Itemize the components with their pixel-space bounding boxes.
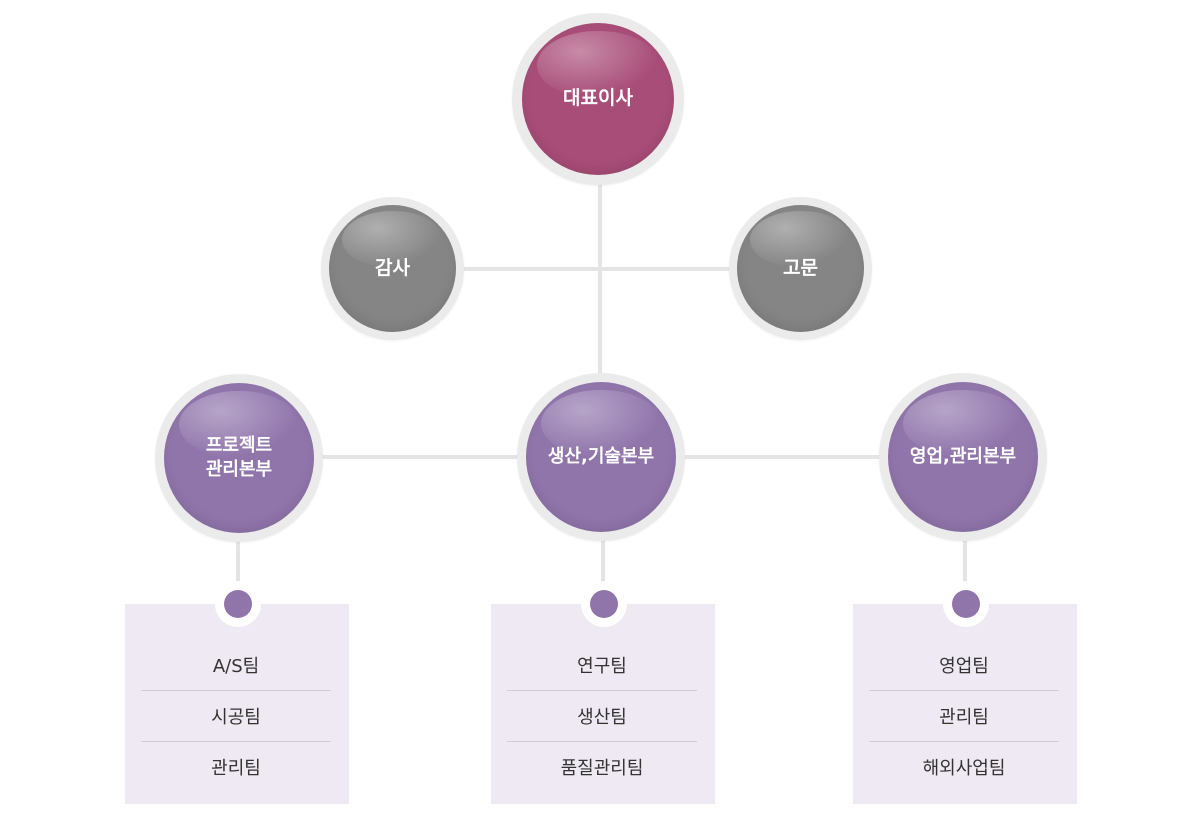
connector-division-2-down [601, 538, 605, 584]
team-panel-production: 연구팀 생산팀 품질관리팀 [491, 604, 715, 804]
panel-connector-dot [215, 581, 261, 627]
connector-division-3-down [963, 538, 967, 584]
advisor-label: 고문 [783, 256, 818, 279]
node-division-production[interactable]: 생산,기술본부 [517, 373, 685, 541]
team-list: 영업팀 관리팀 해외사업팀 [869, 640, 1059, 792]
connector-staff-horizontal [460, 267, 732, 271]
dot-inner [224, 590, 252, 618]
node-core: 생산,기술본부 [526, 382, 676, 532]
node-audit[interactable]: 감사 [321, 197, 464, 340]
team-item[interactable]: 영업팀 [869, 640, 1059, 691]
panel-connector-dot [581, 581, 627, 627]
node-core: 대표이사 [522, 23, 674, 175]
node-advisor[interactable]: 고문 [729, 197, 872, 340]
node-core: 프로젝트 관리본부 [164, 383, 314, 533]
node-ceo[interactable]: 대표이사 [512, 13, 684, 185]
team-list: 연구팀 생산팀 품질관리팀 [507, 640, 697, 792]
dot-inner [952, 590, 980, 618]
node-core: 영업,관리본부 [888, 382, 1038, 532]
panel-connector-dot [943, 581, 989, 627]
node-core: 감사 [329, 205, 456, 332]
node-division-sales[interactable]: 영업,관리본부 [879, 373, 1047, 541]
team-item[interactable]: 연구팀 [507, 640, 697, 691]
team-item[interactable]: 시공팀 [141, 691, 331, 742]
connector-division-1-down [236, 538, 240, 584]
node-division-project[interactable]: 프로젝트 관리본부 [155, 374, 323, 542]
dot-inner [590, 590, 618, 618]
audit-label: 감사 [375, 256, 410, 279]
team-item[interactable]: 생산팀 [507, 691, 697, 742]
ceo-label: 대표이사 [563, 87, 633, 110]
team-item[interactable]: A/S팀 [141, 640, 331, 691]
division-label: 생산,기술본부 [547, 445, 655, 467]
node-core: 고문 [737, 205, 864, 332]
team-panel-sales: 영업팀 관리팀 해외사업팀 [853, 604, 1077, 804]
division-label: 프로젝트 관리본부 [205, 434, 273, 480]
team-item[interactable]: 해외사업팀 [922, 758, 1006, 779]
division-label: 영업,관리본부 [909, 445, 1017, 467]
connector-ceo-trunk [598, 180, 602, 380]
team-list: A/S팀 시공팀 관리팀 [141, 640, 331, 792]
team-item[interactable]: 관리팀 [211, 758, 261, 779]
team-item[interactable]: 관리팀 [869, 691, 1059, 742]
team-panel-project: A/S팀 시공팀 관리팀 [125, 604, 349, 804]
team-item[interactable]: 품질관리팀 [560, 758, 644, 779]
